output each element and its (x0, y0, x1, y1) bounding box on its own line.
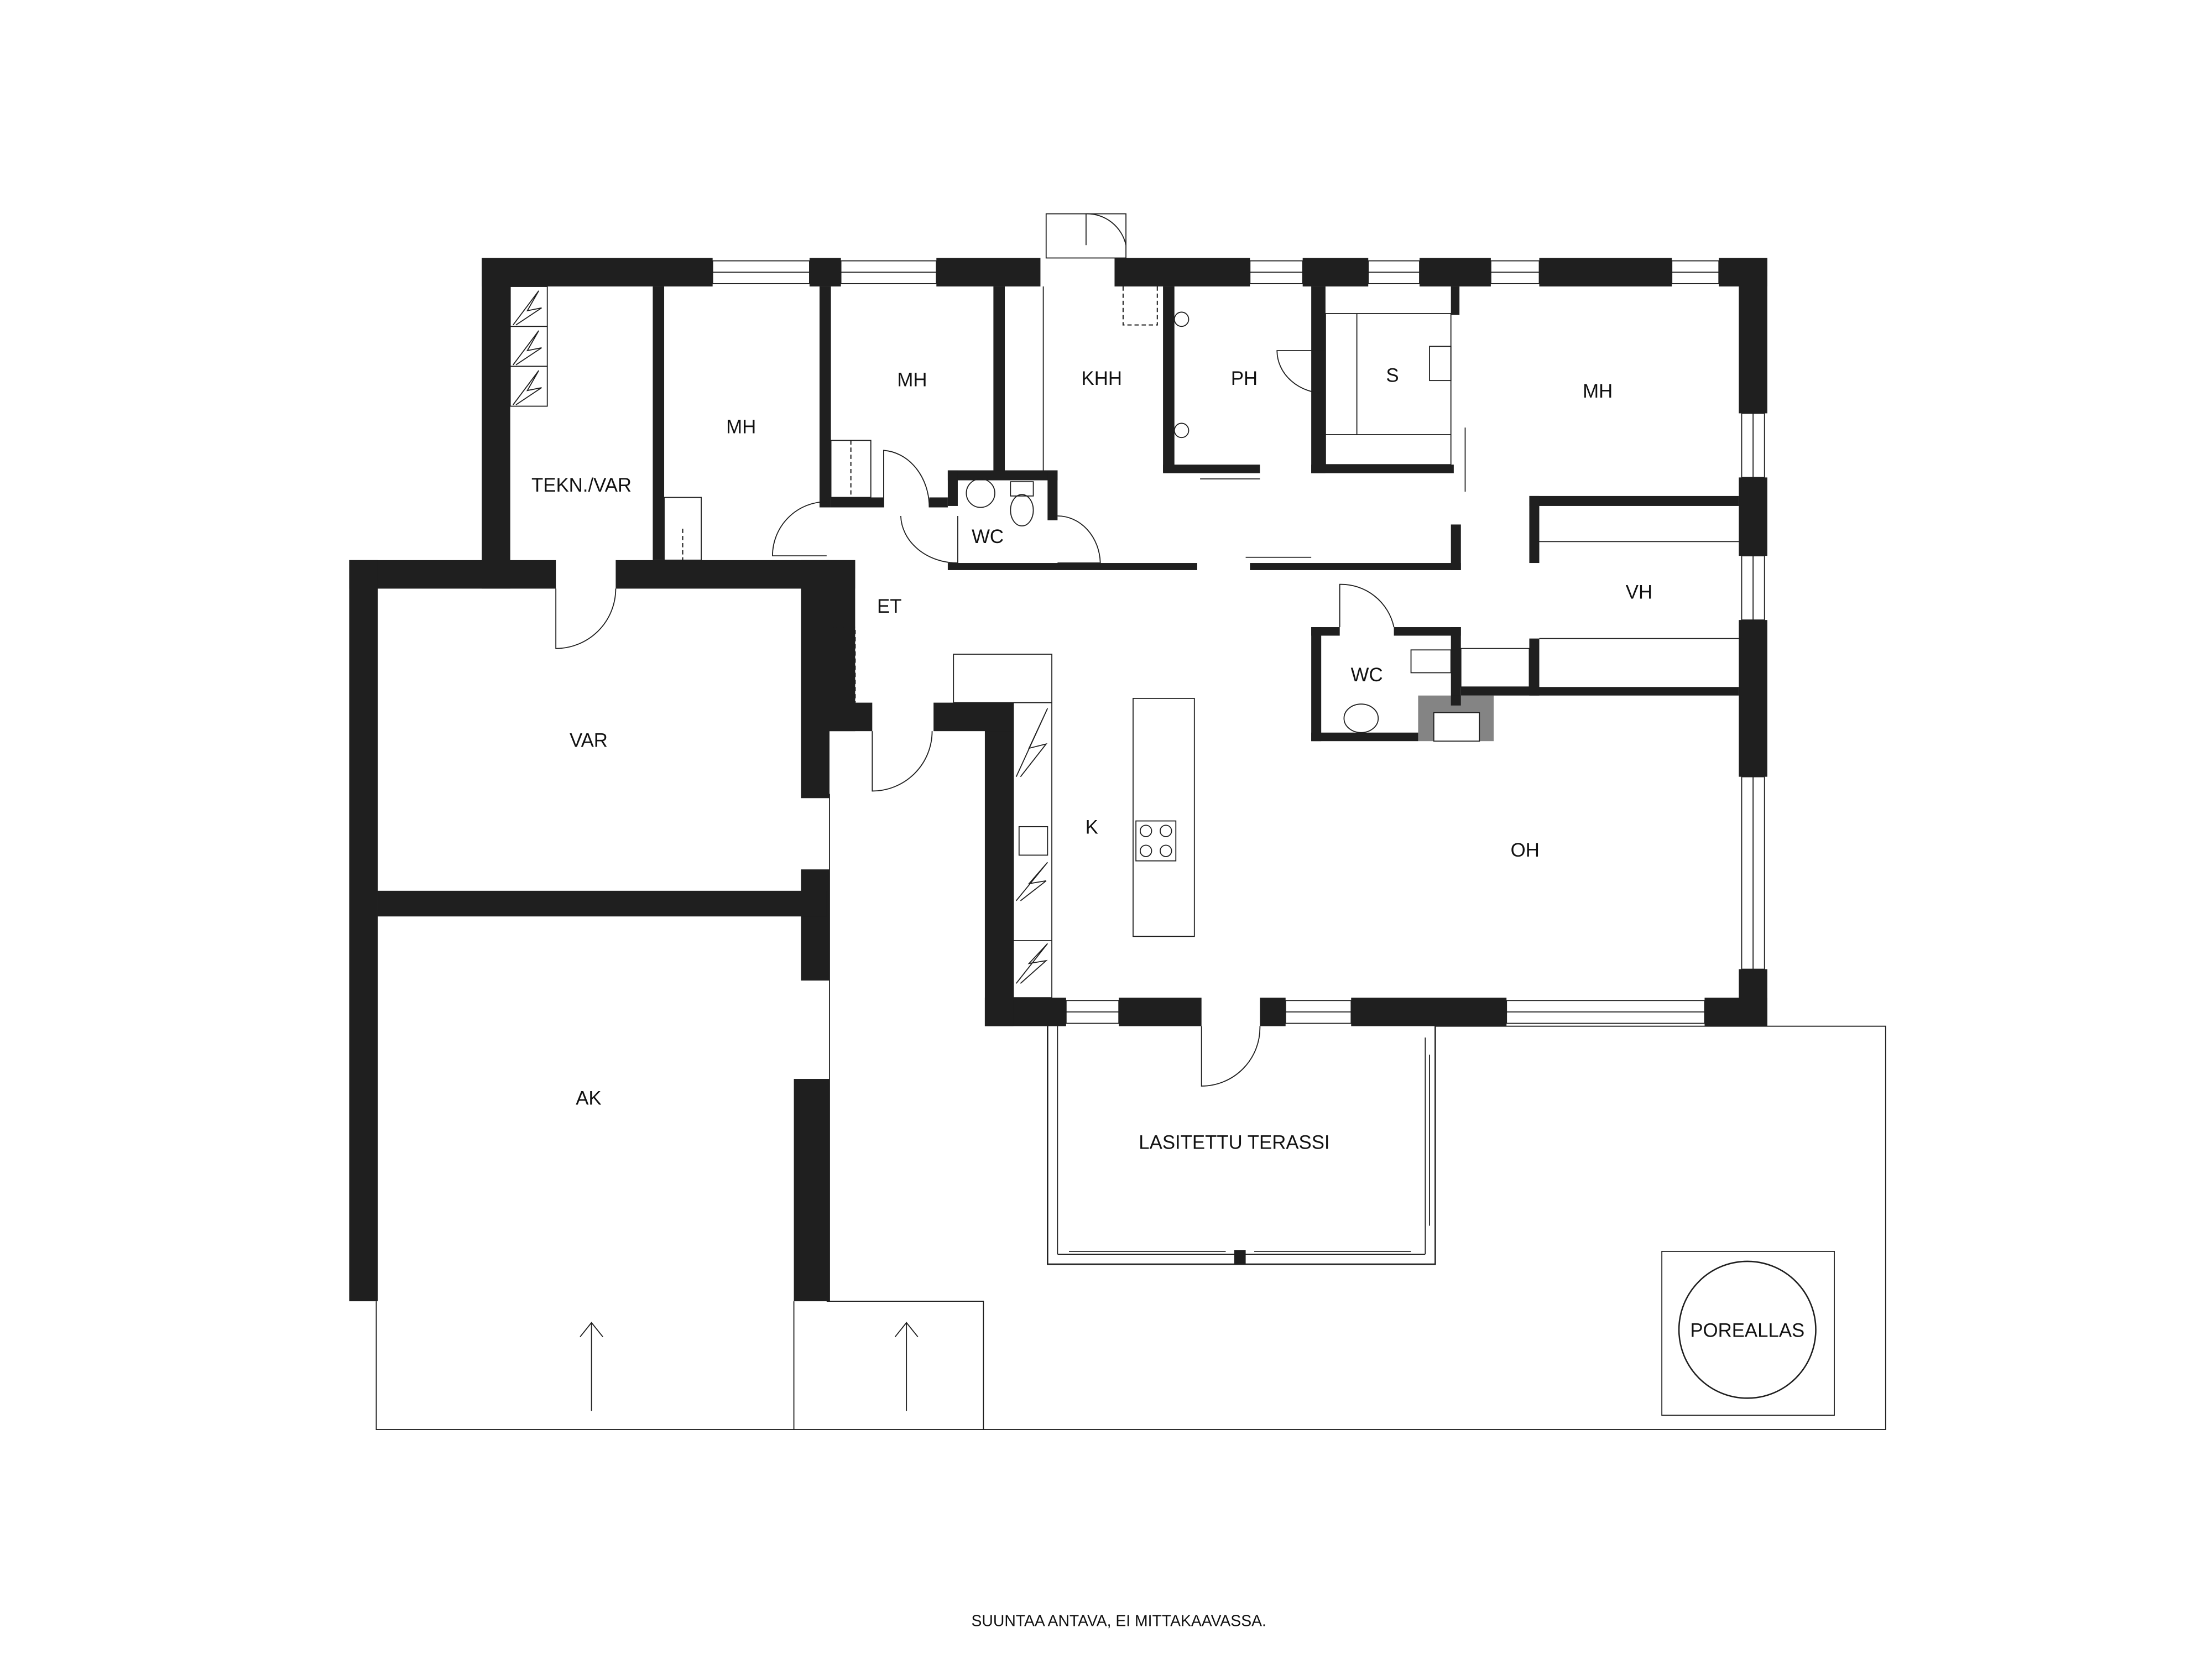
room-label-wc2: WC (1351, 665, 1383, 686)
toilet-icon (1010, 481, 1034, 497)
room-label-s: S (1386, 366, 1399, 387)
garage-entry-arrow-icon (580, 1322, 603, 1411)
sauna-stove-icon (1429, 346, 1452, 382)
room-label-tekn-var: TEKN./VAR (531, 475, 632, 496)
room-label-oh: OH (1511, 840, 1540, 861)
sink-icon (966, 478, 995, 508)
windows (712, 260, 1765, 1024)
room-label-var: VAR (570, 731, 608, 752)
stove-icon (1135, 820, 1177, 862)
deck-outline (375, 794, 1886, 1430)
glazed-terrace (1047, 1026, 1436, 1265)
room-label-wc1: WC (972, 526, 1004, 547)
room-label-hot-tub: POREALLAS (1690, 1321, 1804, 1342)
walls (349, 258, 1767, 1302)
room-label-et: ET (877, 596, 901, 617)
room-label-mh1: MH (726, 417, 756, 438)
carport-entry-arrow-icon (894, 1322, 919, 1411)
hot-tub (1661, 1250, 1835, 1416)
kitchen-sink-icon (1018, 826, 1048, 856)
toilet-icon (1410, 649, 1452, 674)
fixtures (509, 286, 1739, 999)
kitchen-counter (1013, 702, 1052, 999)
room-label-k: K (1086, 817, 1098, 838)
room-label-ph: PH (1231, 368, 1258, 389)
doors (555, 213, 1466, 1087)
room-label-mh3: MH (1583, 381, 1613, 402)
sink-icon (1343, 703, 1379, 733)
room-label-vh: VH (1626, 582, 1652, 603)
room-label-mh2: MH (897, 369, 927, 390)
room-labels: TEKN./VAR MH MH KHH PH S MH WC ET VH WC … (531, 366, 1652, 1154)
footnote: SUUNTAA ANTAVA, EI MITTAKAAVASSA. (971, 1613, 1266, 1630)
room-label-khh: KHH (1082, 368, 1122, 389)
room-label-ak: AK (576, 1088, 601, 1109)
shower-icon (1173, 311, 1190, 327)
room-label-terrace: LASITETTU TERASSI (1139, 1132, 1329, 1153)
kitchen-island (1133, 697, 1195, 937)
